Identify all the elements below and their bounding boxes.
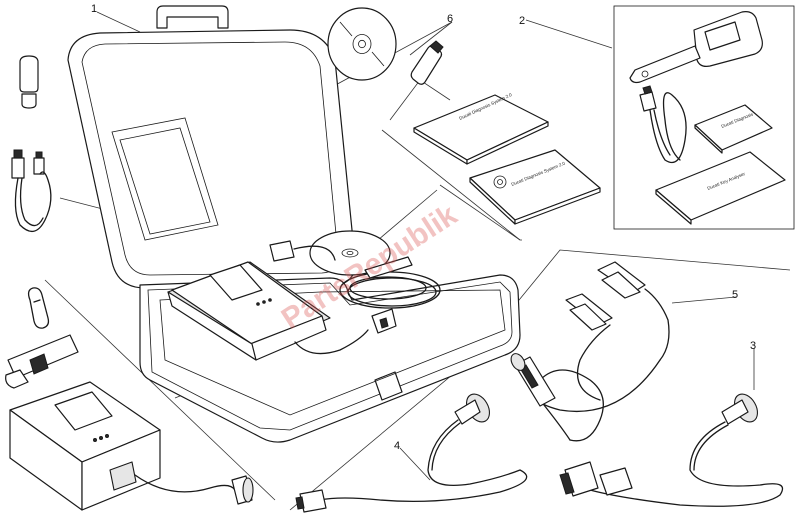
usb-stick-top bbox=[410, 40, 444, 85]
cd-in-case bbox=[309, 230, 391, 276]
usb-stick-left bbox=[19, 55, 39, 109]
carabiner bbox=[27, 287, 50, 329]
usb-cable-in-case bbox=[269, 240, 336, 262]
callout-1: 1 bbox=[91, 3, 97, 15]
strap bbox=[5, 334, 79, 389]
interface-unit-in-case bbox=[167, 261, 369, 361]
callout-5: 5 bbox=[732, 289, 738, 301]
cable-4 bbox=[295, 393, 528, 513]
manual-a: Ducati Diagnosis System 2.0 bbox=[413, 92, 549, 165]
usb-cable-left bbox=[11, 149, 52, 232]
callout-3: 3 bbox=[750, 340, 756, 352]
callout-4: 4 bbox=[394, 440, 400, 452]
cable-5-clamps bbox=[510, 261, 670, 442]
software-cd bbox=[327, 7, 397, 81]
key-analyser-kit-box: Ducati Diagnosis Ducati Key Analyser bbox=[613, 5, 795, 230]
interface-unit bbox=[9, 381, 254, 511]
callout-2: 2 bbox=[519, 15, 525, 27]
callout-6: 6 bbox=[447, 13, 453, 25]
coiled-cables-in-case bbox=[339, 256, 441, 334]
cable-3 bbox=[559, 393, 784, 507]
manual-b: Ducati Diagnosis System 2.0 bbox=[469, 149, 601, 225]
